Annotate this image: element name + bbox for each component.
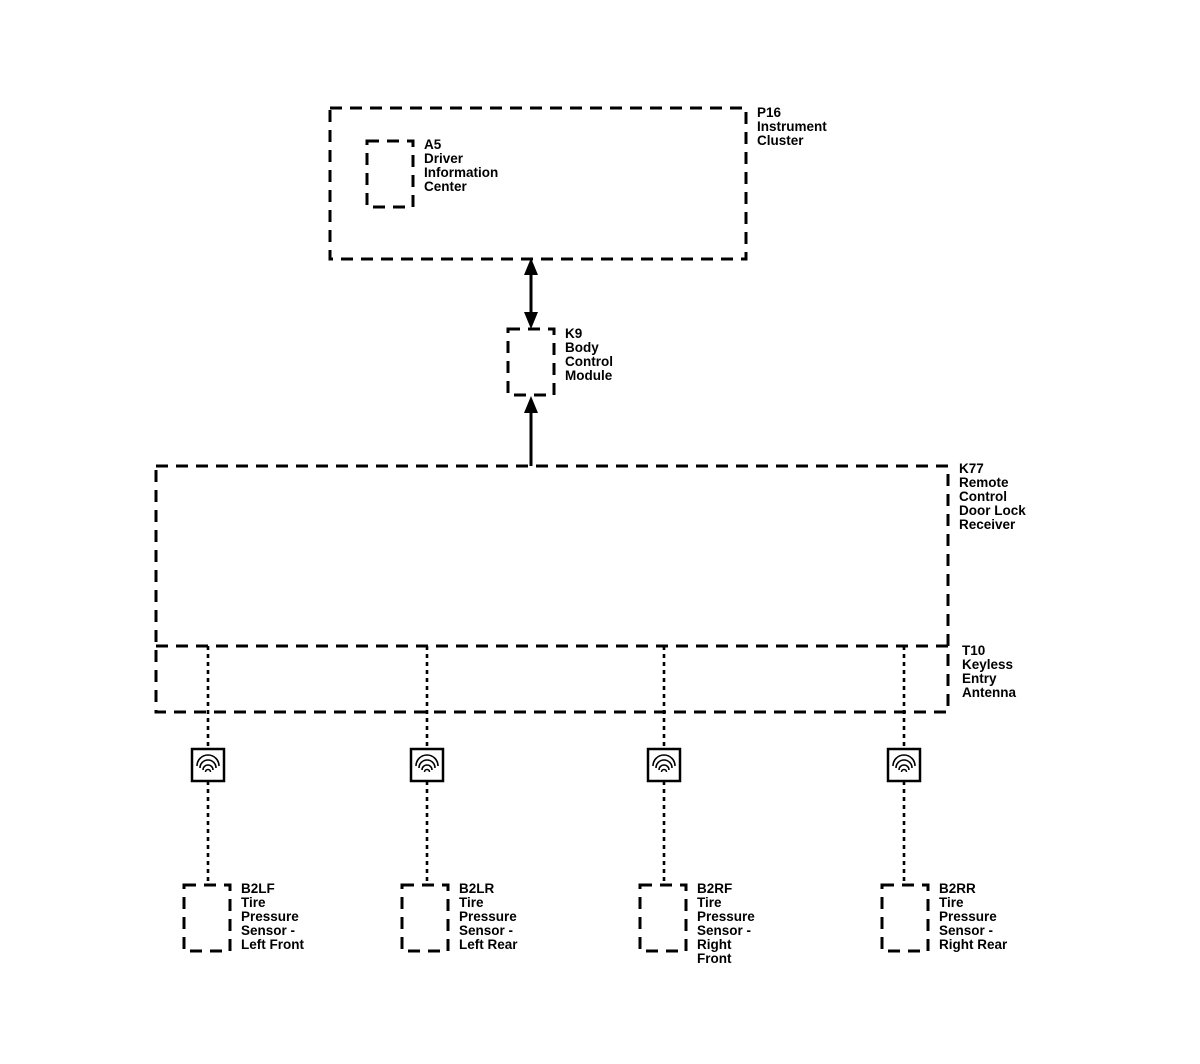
arrow-up-icon (524, 258, 538, 275)
b2lf-label: B2LF Tire Pressure Sensor - Left Front (241, 881, 304, 952)
k9-label: K9 Body Control Module (565, 326, 617, 383)
b2lf-tire-pressure-sensor-box (182, 883, 232, 953)
a5-driver-information-center-box (365, 139, 415, 209)
b2lr-tire-pressure-sensor-box (400, 883, 450, 953)
b2rr-tire-pressure-sensor-box (880, 883, 930, 953)
b2rf-tire-pressure-sensor-box (638, 883, 688, 953)
radio-wave-icon (409, 747, 445, 783)
b2lr-label: B2LR Tire Pressure Sensor - Left Rear (459, 881, 521, 952)
radio-wave-icon (646, 747, 682, 783)
arrow-down-icon (524, 312, 538, 329)
p16-label: P16 Instrument Cluster (757, 105, 831, 148)
radio-wave-icon (886, 747, 922, 783)
t10-label: T10 Keyless Entry Antenna (962, 643, 1017, 700)
k9-body-control-module-box (506, 327, 556, 397)
p16-instrument-cluster-box (328, 106, 748, 261)
k77-remote-control-door-lock-receiver-box (154, 464, 950, 714)
a5-label: A5 Driver Information Center (424, 137, 502, 194)
b2rr-label: B2RR Tire Pressure Sensor - Right Rear (939, 881, 1008, 952)
radio-wave-icon (190, 747, 226, 783)
k77-label: K77 Remote Control Door Lock Receiver (959, 461, 1030, 532)
b2rf-label: B2RF Tire Pressure Sensor - Right Front (697, 881, 759, 966)
arrow-up-icon (524, 396, 538, 413)
